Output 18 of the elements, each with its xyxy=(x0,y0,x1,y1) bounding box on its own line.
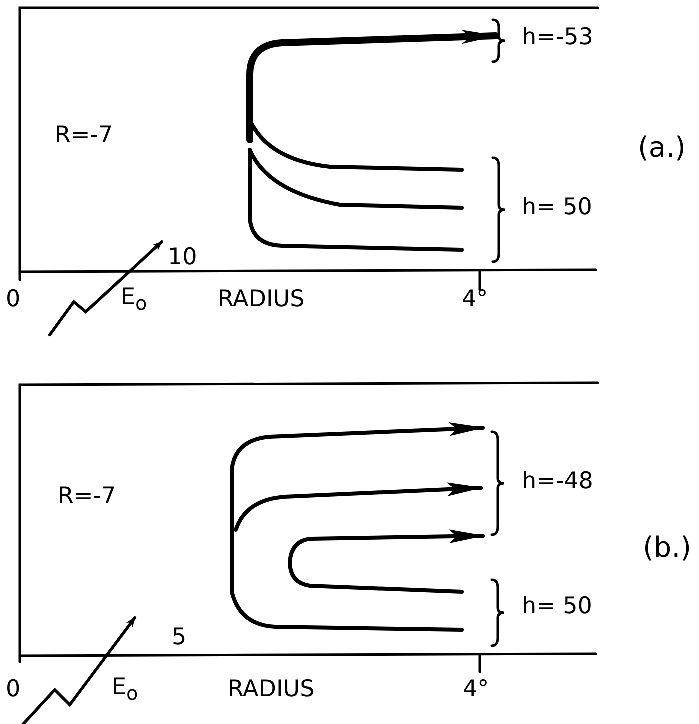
energy-symbol-label: E$_{o}$ xyxy=(112,676,138,704)
h-value-label: h= 50 xyxy=(522,596,592,618)
energy-symbol-label: E$_{o}$ xyxy=(121,286,148,314)
r-value-label: R=-7 xyxy=(58,486,116,508)
tick-label: 4° xyxy=(462,288,488,312)
r-value-label: R=-7 xyxy=(55,124,114,148)
axis-label: RADIUS xyxy=(218,288,305,312)
panel-label: (b.) xyxy=(643,534,692,562)
h-value-label: h=-48 xyxy=(522,470,594,494)
axis-label: RADIUS xyxy=(228,678,315,702)
axis-origin-label: 0 xyxy=(6,288,21,312)
h-value-label: h=-53 xyxy=(522,26,594,50)
axis-origin-label: 0 xyxy=(6,678,21,702)
h-value-label: h= 50 xyxy=(522,196,592,220)
energy-value-label: 5 xyxy=(172,626,187,650)
tick-label: 4° xyxy=(463,678,490,702)
panel-label: (a.) xyxy=(638,134,686,162)
energy-value-label: 10 xyxy=(168,246,198,270)
